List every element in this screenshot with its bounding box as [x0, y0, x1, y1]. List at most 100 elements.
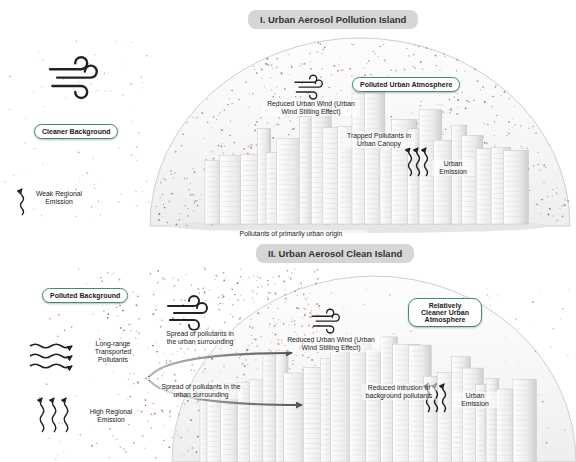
building-floor	[436, 186, 454, 187]
building-floor	[436, 146, 454, 147]
aerosol-dot	[395, 70, 397, 72]
aerosol-dot	[275, 315, 277, 317]
aerosol-dot	[318, 331, 320, 333]
aerosol-dot	[267, 58, 269, 60]
aerosol-dot	[315, 283, 317, 285]
aerosol-dot	[368, 60, 370, 62]
aerosol-dot	[251, 335, 252, 336]
building-floor	[410, 204, 420, 205]
aerosol-dot	[230, 314, 231, 315]
aerosol-dot	[247, 125, 248, 126]
aerosol-dot	[250, 147, 252, 149]
aerosol-dot	[177, 350, 179, 352]
building	[503, 150, 528, 224]
aerosol-dot	[528, 127, 529, 128]
aerosol-dot	[275, 334, 277, 336]
aerosol-dot	[477, 80, 479, 82]
aerosol-dot	[304, 63, 306, 65]
aerosol-dot	[254, 338, 255, 339]
aerosol-dot	[96, 277, 97, 278]
aerosol-dot	[170, 173, 172, 175]
aerosol-dot	[33, 92, 35, 94]
aerosol-dot	[221, 351, 223, 353]
aerosol-dot	[192, 117, 193, 118]
aerosol-dot	[177, 434, 178, 435]
building-floor	[279, 179, 303, 180]
aerosol-dot	[137, 296, 139, 298]
aerosol-dot	[158, 219, 160, 221]
aerosol-dot	[243, 299, 244, 300]
aerosol-dot	[486, 294, 488, 296]
aerosol-dot	[222, 293, 224, 295]
aerosol-dot	[267, 298, 269, 300]
aerosol-dot	[271, 90, 272, 91]
building-floor	[279, 159, 303, 160]
aerosol-dot	[567, 354, 568, 355]
aerosol-dot	[252, 338, 254, 340]
aerosol-dot	[163, 424, 165, 426]
aerosol-dot	[462, 92, 463, 93]
aerosol-dot	[283, 322, 284, 323]
aerosol-dot	[494, 122, 496, 124]
aerosol-dot	[251, 144, 253, 146]
aerosol-dot	[541, 216, 543, 218]
aerosol-dot	[264, 86, 266, 88]
aerosol-dot	[318, 314, 319, 315]
aerosol-dot	[284, 302, 285, 303]
aerosol-dot	[190, 183, 191, 184]
aerosol-dot	[131, 42, 132, 43]
aerosol-dot	[439, 69, 440, 70]
aerosol-dot	[221, 145, 223, 147]
aerosol-dot	[36, 60, 38, 62]
aerosol-dot	[228, 298, 230, 300]
building-floor	[393, 125, 415, 126]
aerosol-dot	[495, 85, 497, 87]
aerosol-dot	[532, 126, 534, 128]
aerosol-dot	[474, 69, 476, 71]
aerosol-dot	[184, 300, 185, 301]
aerosol-dot	[152, 345, 154, 347]
aerosol-dot	[385, 333, 387, 335]
aerosol-dot	[157, 280, 159, 282]
aerosol-dot	[122, 62, 124, 64]
building-floor	[301, 217, 311, 218]
aerosol-dot	[183, 317, 184, 318]
aerosol-dot	[277, 339, 278, 340]
building-floor	[454, 131, 465, 132]
building-floor	[367, 108, 383, 109]
aerosol-dot	[384, 60, 386, 62]
building-floor	[279, 199, 303, 200]
aerosol-dot	[512, 119, 514, 121]
aerosol-dot	[412, 66, 414, 68]
aerosol-dot	[194, 117, 196, 119]
building-floor	[505, 196, 526, 197]
aerosol-dot	[320, 76, 322, 78]
aerosol-dot	[219, 113, 220, 114]
aerosol-dot	[239, 279, 240, 280]
aerosol-dot	[171, 193, 173, 195]
aerosol-dot	[214, 275, 215, 276]
aerosol-dot	[552, 189, 554, 191]
aerosol-dot	[146, 55, 148, 57]
aerosol-dot	[140, 94, 142, 96]
aerosol-dot	[201, 194, 202, 195]
aerosol-dot	[390, 116, 392, 118]
aerosol-dot	[248, 147, 249, 148]
aerosol-dot	[565, 199, 566, 200]
aerosol-dot	[325, 44, 327, 46]
aerosol-dot	[518, 328, 519, 329]
aerosol-dot	[310, 61, 311, 62]
building-floor	[301, 122, 311, 123]
aerosol-dot	[253, 301, 255, 303]
aerosol-dot	[469, 97, 471, 99]
building-floor	[301, 157, 311, 158]
aerosol-dot	[183, 455, 184, 456]
aerosol-dot	[112, 372, 114, 374]
aerosol-dot	[322, 96, 323, 97]
aerosol-dot	[449, 109, 450, 110]
aerosol-dot	[119, 446, 121, 448]
aerosol-dot	[145, 405, 147, 407]
aerosol-dot	[309, 53, 311, 55]
building-floor	[301, 202, 311, 203]
aerosol-dot	[317, 278, 319, 280]
